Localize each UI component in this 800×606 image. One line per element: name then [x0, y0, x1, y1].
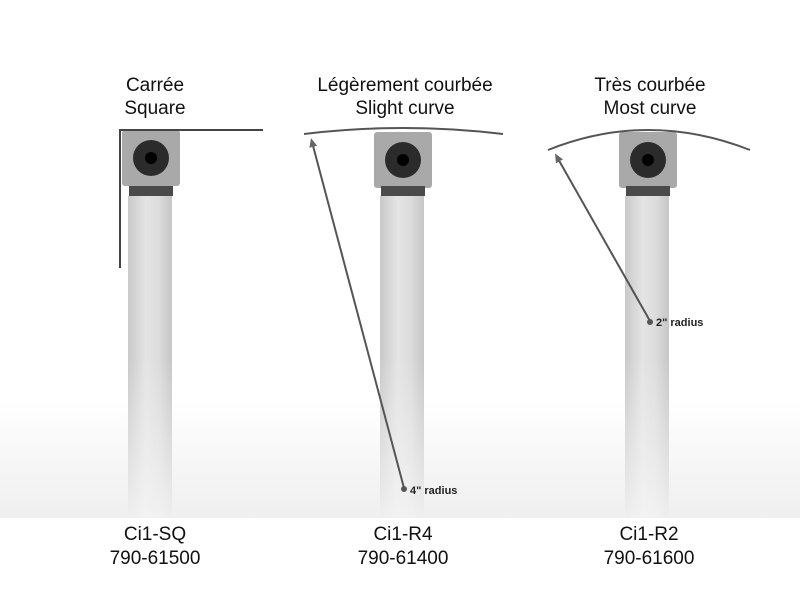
title-fr: Carrée: [125, 75, 185, 96]
model-code: Ci1-R2: [619, 524, 679, 545]
title-en: Most curve: [603, 98, 697, 119]
probe-bar: [625, 196, 669, 518]
lens-icon: [630, 142, 666, 178]
probe-head: [619, 132, 677, 188]
title-en: Slight curve: [355, 98, 455, 119]
radius-center-dot: [401, 486, 407, 492]
probe-collar: [626, 186, 670, 196]
probe-collar: [129, 186, 173, 196]
probe-head: [122, 130, 180, 186]
radius-label: 4" radius: [410, 485, 458, 497]
slight-curve-arc: [303, 127, 504, 135]
part-number: 790-61500: [109, 548, 201, 569]
part-number: 790-61600: [603, 548, 695, 569]
probe-bar: [128, 196, 172, 518]
product-title: Très courbée Most curve: [545, 74, 755, 120]
model-code: Ci1-R4: [373, 524, 433, 545]
probe-collar: [381, 186, 425, 196]
square-edge: [119, 129, 263, 268]
probe-bar: [380, 196, 424, 518]
radius-arrow: [555, 153, 651, 322]
title-en: Square: [124, 98, 186, 119]
lens-icon: [385, 142, 421, 178]
radius-label: 2" radius: [656, 317, 704, 329]
radius-arrow: [309, 138, 405, 489]
lens-icon: [133, 140, 169, 176]
product-model: Ci1-R4 790-61400: [303, 523, 503, 571]
probe-head: [374, 132, 432, 188]
radius-center-dot: [647, 319, 653, 325]
model-code: Ci1-SQ: [123, 524, 187, 545]
most-curve-arc: [547, 129, 751, 151]
product-model: Ci1-R2 790-61600: [549, 523, 749, 571]
title-fr: Très courbée: [594, 75, 706, 96]
title-fr: Légèrement courbée: [317, 75, 493, 96]
product-model: Ci1-SQ 790-61500: [55, 523, 255, 571]
product-title: Légèrement courbée Slight curve: [280, 74, 530, 120]
product-title: Carrée Square: [60, 74, 250, 120]
part-number: 790-61400: [357, 548, 449, 569]
